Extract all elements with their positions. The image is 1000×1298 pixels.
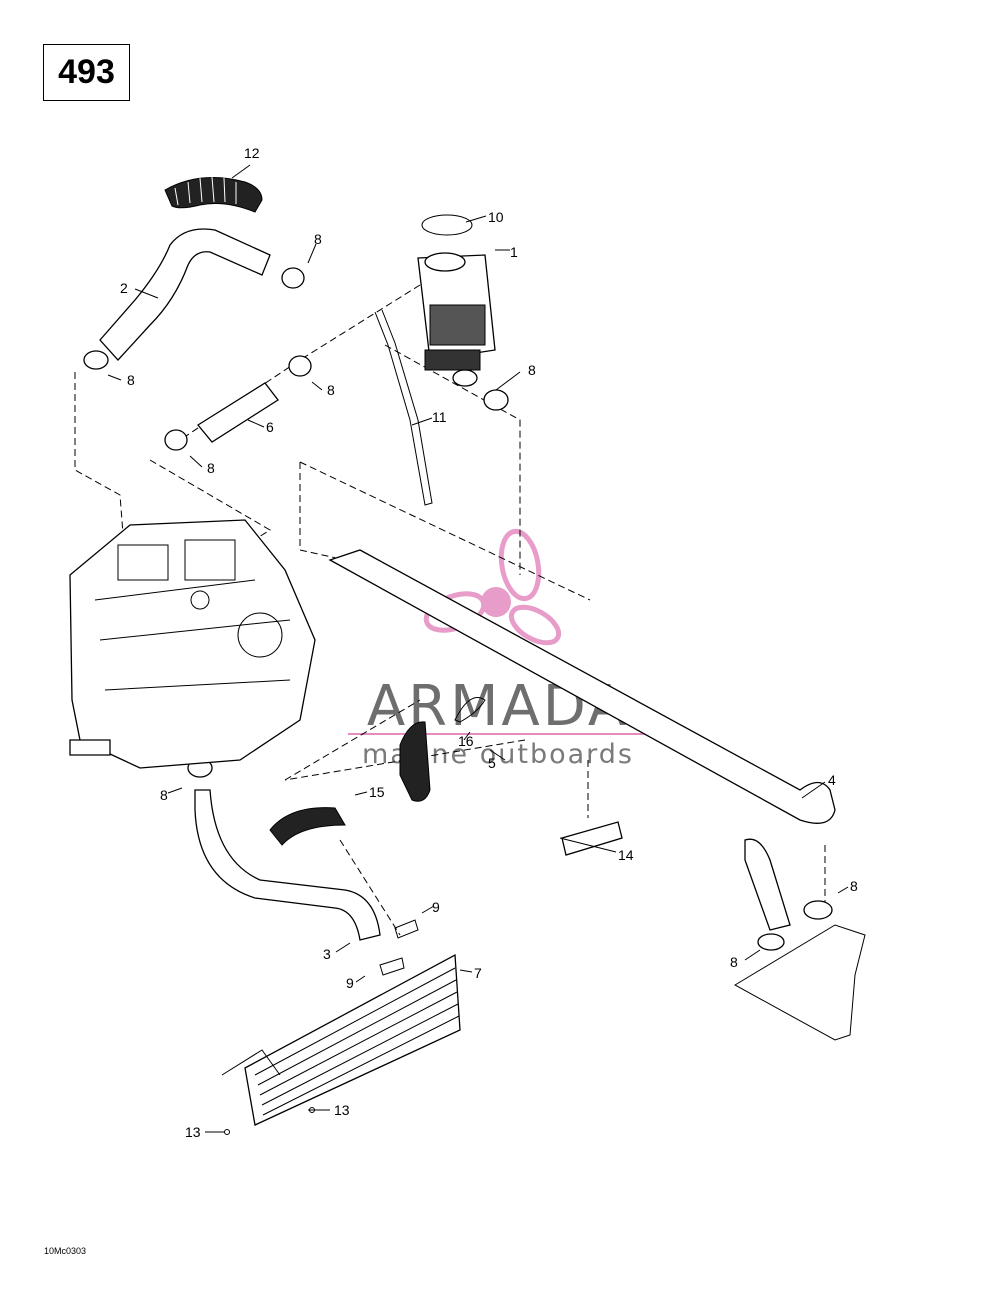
screws-13 [224,1107,315,1135]
pad-14 [561,821,623,856]
page-number-box: 493 [43,44,130,101]
engine-block [69,519,316,769]
lower-hose-3 [194,789,381,941]
callout-4: 4 [828,772,836,788]
callout-8-b: 8 [528,362,536,378]
callout-7: 7 [474,965,482,981]
callout-14: 14 [618,847,634,863]
callout-8-c: 8 [127,372,135,388]
callout-8-h: 8 [730,954,738,970]
heat-exchanger-7 [221,953,461,1126]
callout-2: 2 [120,280,128,296]
hull-section [733,924,866,1041]
callout-13-b: 13 [185,1124,201,1140]
callout-5: 5 [488,755,496,771]
callout-8-e: 8 [207,460,215,476]
callout-8-f: 8 [160,787,168,803]
overflow-hose-11 [374,309,433,506]
callout-9-b: 9 [346,975,354,991]
corrugated-hose-15 [269,721,431,846]
cap-gasket-10 [421,214,473,236]
hose-6 [197,382,279,443]
return-hose-4 [744,838,791,931]
callout-labels: 1 2 3 4 5 6 7 8 8 8 8 8 8 8 8 9 9 10 11 … [120,145,858,1140]
callout-16: 16 [458,733,474,749]
callout-10: 10 [488,209,504,225]
leader-lines [107,164,849,1133]
upper-hose-2 [99,228,271,361]
callout-13-a: 13 [334,1102,350,1118]
callout-11: 11 [432,409,447,425]
callout-12: 12 [244,145,260,161]
coolant-tube-5 [328,549,836,824]
callout-6: 6 [266,419,274,435]
clamps-9 [379,919,419,976]
callout-1: 1 [510,244,518,260]
watermark-propeller-icon [423,528,562,646]
coolant-reservoir-1 [417,252,496,387]
corrugated-hose-12 [164,176,263,213]
page-number: 493 [58,53,115,91]
callout-8-g: 8 [850,878,858,894]
callout-3: 3 [323,946,331,962]
callout-9-a: 9 [432,899,440,915]
drawing-code: 10Mc0303 [44,1246,87,1256]
cable-tie-16 [454,697,486,723]
callout-8-d: 8 [327,382,335,398]
callout-8-a: 8 [314,231,322,247]
callout-15: 15 [369,784,385,800]
hose-clamps-8 [83,267,833,951]
